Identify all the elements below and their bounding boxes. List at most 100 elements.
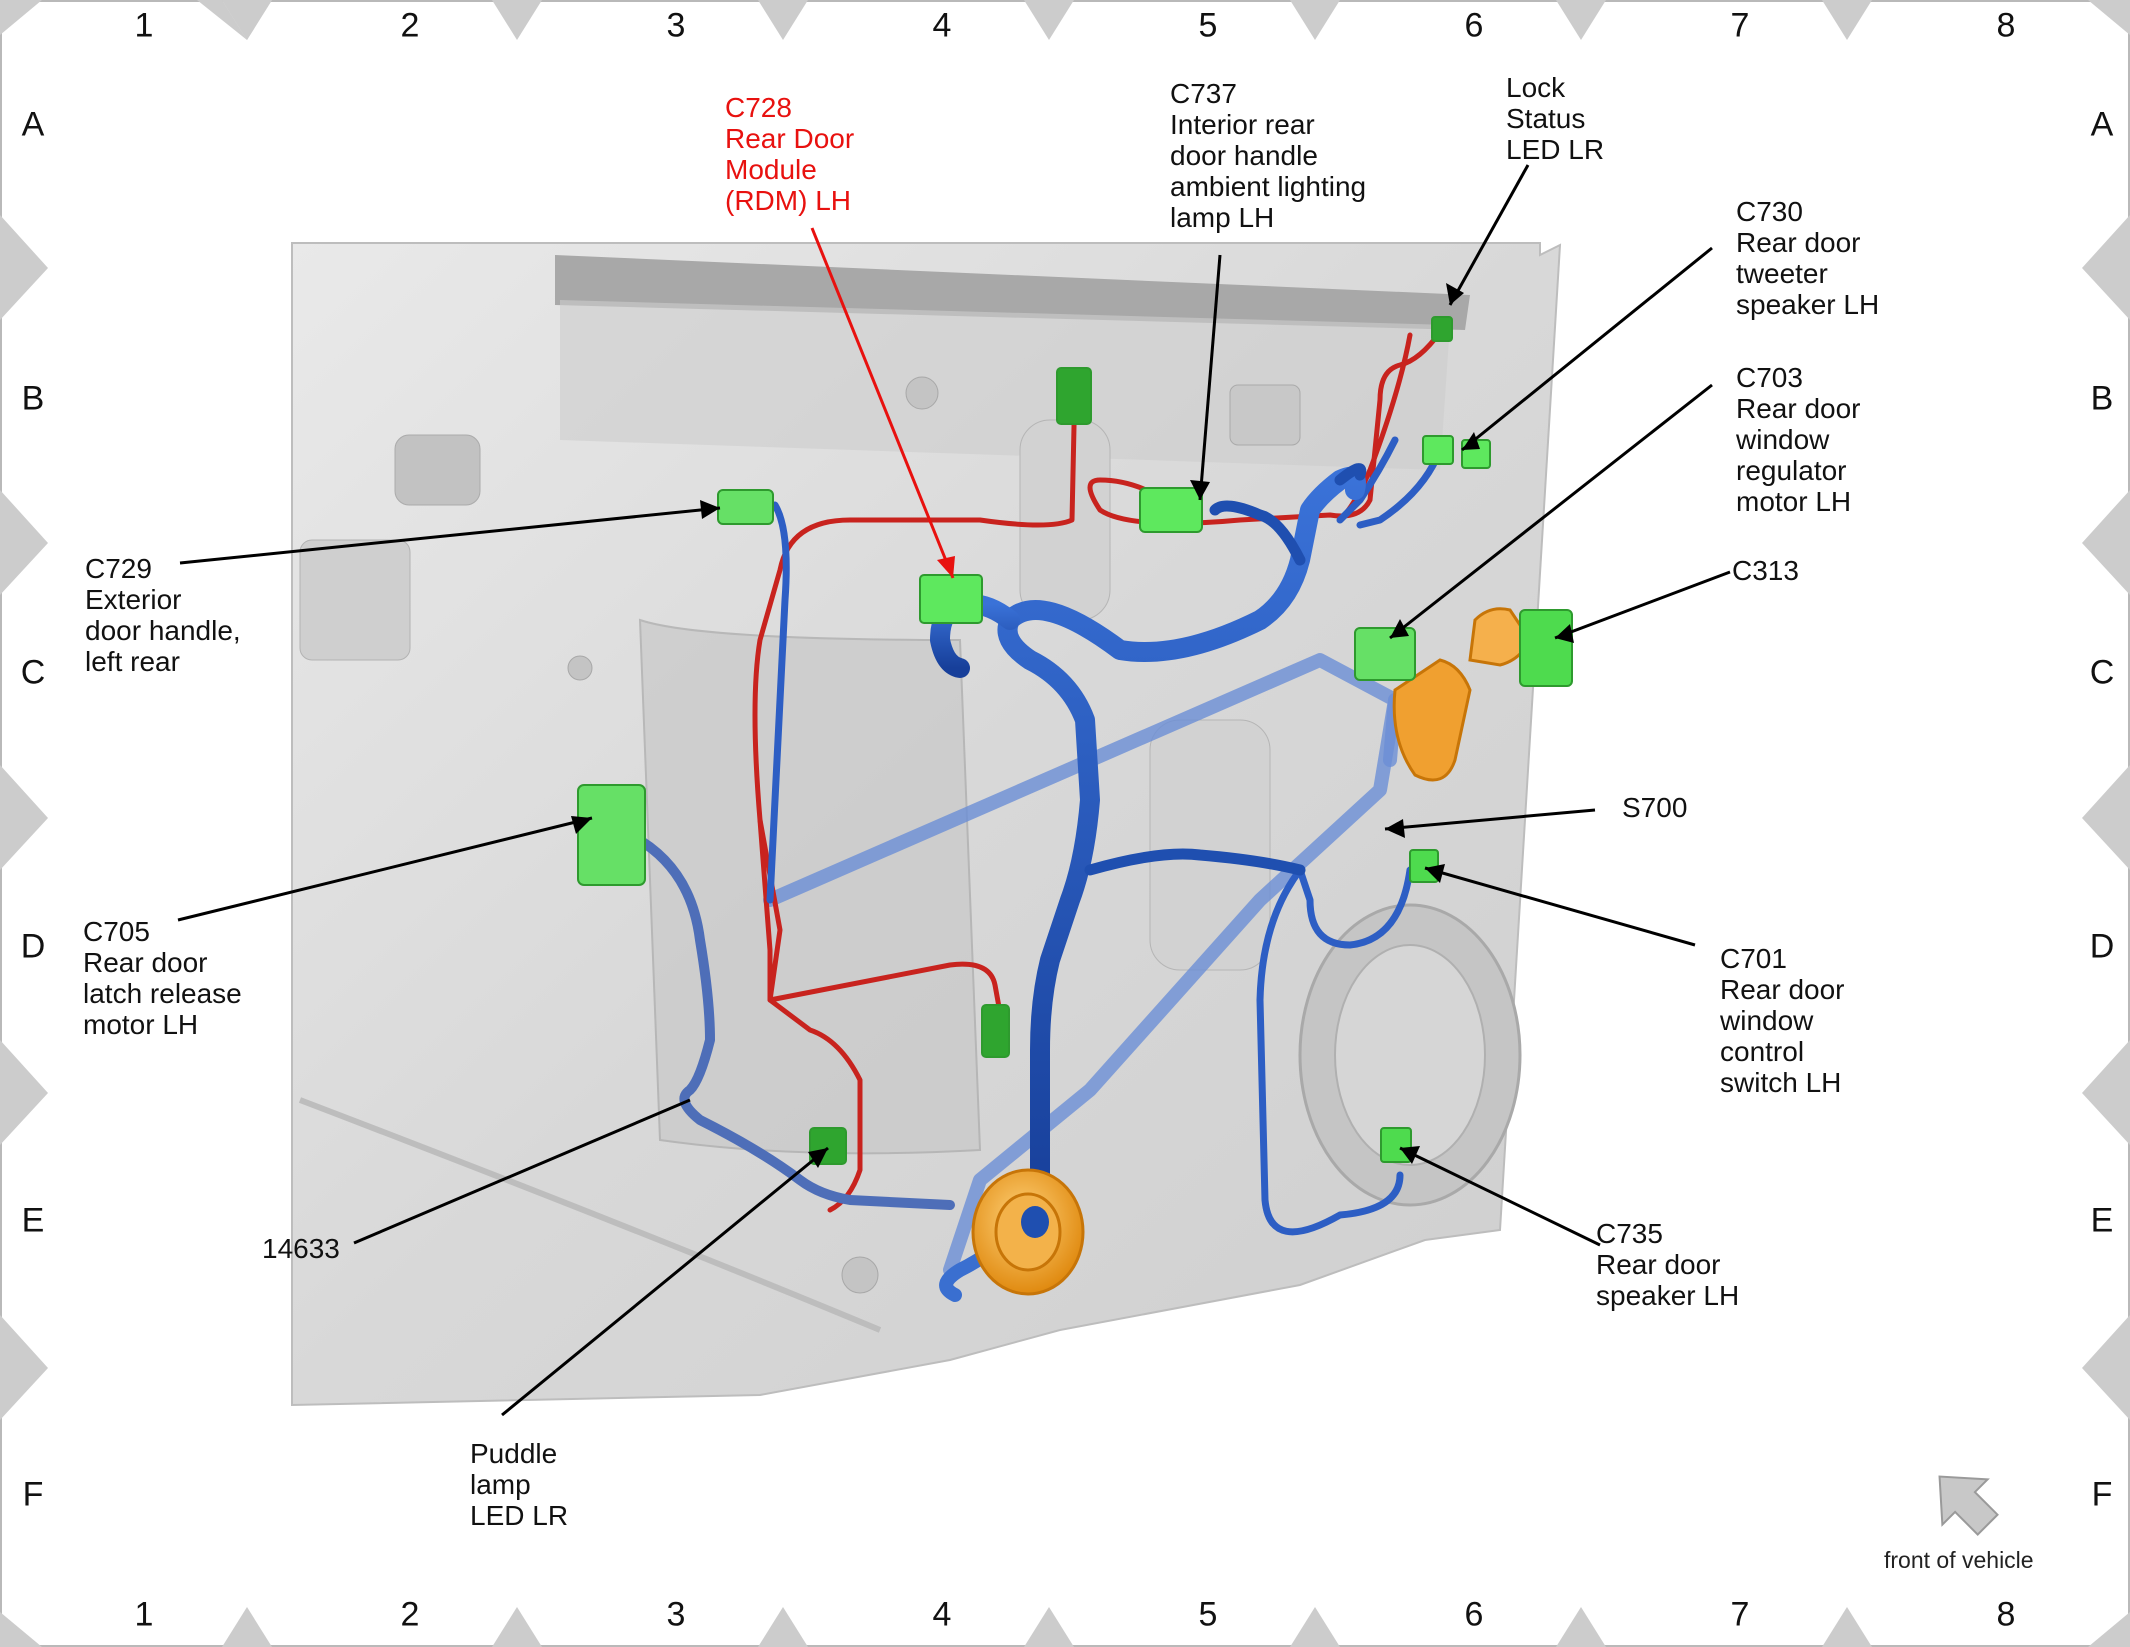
grid-col-7-bottom: 7 [1730, 1595, 1750, 1634]
callout-c703-line-2: Rear door [1736, 393, 1861, 424]
grid-col-6-bottom: 6 [1464, 1595, 1484, 1634]
front-of-vehicle-label: front of vehicle [1884, 1547, 2034, 1573]
grid-row-b-left: B [21, 379, 45, 418]
callout-c701: C701 Rear door window control switch LH [1720, 943, 1845, 1098]
connector-c729 [717, 489, 774, 525]
callout-c705-line-1: C705 [83, 916, 150, 947]
grid-row-d-left: D [20, 927, 46, 966]
callout-c705-line-3: latch release [83, 978, 242, 1009]
callout-c703-line-4: regulator [1736, 455, 1847, 486]
callout-c703-line-1: C703 [1736, 362, 1803, 393]
grid-row-f-left: F [22, 1475, 44, 1514]
callout-14633: 14633 [262, 1233, 340, 1264]
callout-c728-line-3: Module [725, 154, 817, 185]
grommet-lower [971, 1168, 1085, 1296]
harness-thin-blue [615, 436, 1444, 1236]
callout-puddle-line-3: LED LR [470, 1500, 569, 1531]
grid-row-a-left: A [21, 105, 45, 144]
grid-col-2-bottom: 2 [400, 1595, 420, 1634]
callout-c728-line-4: (RDM) LH [725, 185, 851, 216]
callout-s700-line-1: S700 [1622, 792, 1688, 823]
connector-c703 [1354, 627, 1416, 681]
callout-c728-line-2: Rear Door [725, 123, 855, 154]
callout-c730: C730 Rear door tweeter speaker LH [1736, 196, 1879, 320]
connector-c313 [1519, 609, 1573, 687]
callout-lock-line-3: LED LR [1506, 134, 1605, 165]
callout-c729: C729 Exterior door handle, left rear [85, 553, 241, 677]
callout-c730-line-3: tweeter [1736, 258, 1828, 289]
callout-c737-line-3: door handle [1170, 140, 1318, 171]
grid-row-c-left: C [20, 653, 46, 692]
callout-c313: C313 [1732, 555, 1799, 586]
callout-lock-line-2: Status [1506, 103, 1586, 134]
callout-c737-line-4: ambient lighting [1170, 171, 1367, 202]
callout-c735-line-2: Rear door [1596, 1249, 1721, 1280]
grid-row-e-right: E [2090, 1201, 2114, 1240]
callout-lock-line-1: Lock [1506, 72, 1566, 103]
callout-c735-line-1: C735 [1596, 1218, 1663, 1249]
callout-c735: C735 Rear door speaker LH [1596, 1218, 1739, 1311]
grid-row-d-right: D [2089, 927, 2115, 966]
callout-c728: C728 Rear Door Module (RDM) LH [725, 92, 854, 216]
grid-col-1-bottom: 1 [134, 1595, 154, 1634]
callout-c737-line-5: lamp LH [1170, 202, 1275, 233]
callout-c735-line-3: speaker LH [1596, 1280, 1740, 1311]
callout-puddle-line-1: Puddle [470, 1438, 558, 1469]
grid-row-e-left: E [21, 1201, 45, 1240]
arrow-icon [1938, 1475, 1999, 1536]
callout-c737-line-2: Interior rear [1170, 109, 1315, 140]
grid-row-f-right: F [2091, 1475, 2113, 1514]
connectors [577, 316, 1573, 1165]
leader-arrowheads [571, 283, 1574, 1168]
callout-c705-line-4: motor LH [83, 1009, 199, 1040]
callout-c730-line-1: C730 [1736, 196, 1803, 227]
connector-c735 [1380, 1127, 1412, 1163]
grommet-upper [1392, 607, 1532, 782]
callout-c728-line-1: C728 [725, 92, 792, 123]
grid-col-1-top: 1 [134, 6, 154, 45]
grid-row-a-right: A [2090, 105, 2114, 144]
callout-c703-line-5: motor LH [1736, 486, 1852, 517]
callout-c313-line-1: C313 [1732, 555, 1799, 586]
grid-col-3-bottom: 3 [666, 1595, 686, 1634]
callout-14633-line-1: 14633 [262, 1233, 340, 1264]
callout-s700: S700 [1622, 792, 1687, 823]
grid-col-5-bottom: 5 [1198, 1595, 1218, 1634]
callout-c729-line-3: door handle, [85, 615, 241, 646]
callout-lock-status: Lock Status LED LR [1506, 72, 1604, 165]
callout-c737: C737 Interior rear door handle ambient l… [1170, 78, 1366, 233]
grid-col-8-top: 8 [1996, 6, 2016, 45]
callout-c705: C705 Rear door latch release motor LH [83, 916, 242, 1040]
callout-c703: C703 Rear door window regulator motor LH [1736, 362, 1861, 517]
grid-col-5-top: 5 [1198, 6, 1218, 45]
connector-c728 [919, 574, 983, 624]
callout-c729-line-4: left rear [85, 646, 180, 677]
callout-c729-line-2: Exterior [85, 584, 182, 615]
callout-c705-line-2: Rear door [83, 947, 208, 978]
grid-col-7-top: 7 [1730, 6, 1750, 45]
callout-c701-line-2: Rear door [1720, 974, 1845, 1005]
grid-col-4-top: 4 [932, 6, 952, 45]
grid-row-c-right: C [2089, 653, 2115, 692]
connector-c730 [1422, 435, 1454, 465]
grid-row-b-right: B [2090, 379, 2114, 418]
grid-col-3-top: 3 [666, 6, 686, 45]
callout-c737-line-1: C737 [1170, 78, 1237, 109]
callout-puddle-lamp: Puddle lamp LED LR [470, 1438, 568, 1531]
leader-lines [177, 164, 1731, 1417]
callout-c730-line-2: Rear door [1736, 227, 1861, 258]
callout-c701-line-1: C701 [1720, 943, 1787, 974]
callout-c703-line-3: window [1736, 424, 1830, 455]
harness-main [930, 463, 1367, 1302]
connector-dark-mid [981, 1004, 1010, 1058]
grid-col-4-bottom: 4 [932, 1595, 952, 1634]
callout-c701-line-4: control [1720, 1036, 1805, 1067]
callout-puddle-line-2: lamp [470, 1469, 531, 1500]
grid-col-8-bottom: 8 [1996, 1595, 2016, 1634]
connector-c701 [1409, 849, 1439, 883]
connector-c737 [1139, 487, 1203, 533]
callout-c701-line-5: switch LH [1720, 1067, 1842, 1098]
grid-col-2-top: 2 [400, 6, 420, 45]
